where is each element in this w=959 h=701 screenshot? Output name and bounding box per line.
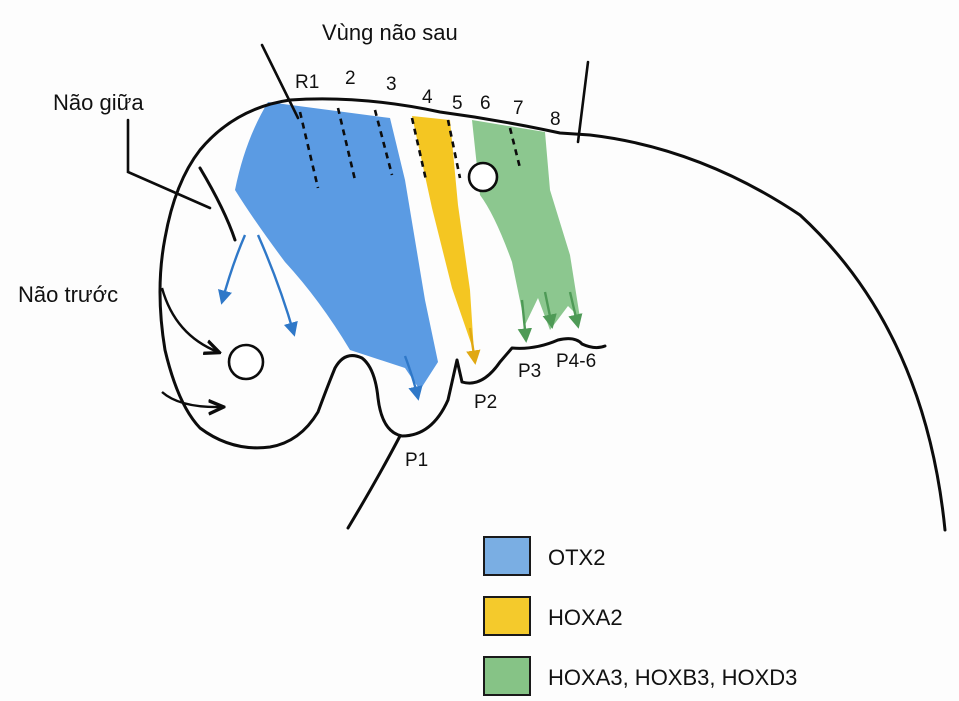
legend: OTX2 HOXA2 HOXA3, HOXB3, HOXD3 <box>483 536 797 696</box>
otx2-arrow-left <box>218 234 247 305</box>
midbrain-leader <box>126 118 212 210</box>
hindbrain-end-line <box>576 60 590 144</box>
rhombomere-label: 2 <box>345 68 356 89</box>
hox3-arrow-1 <box>517 299 533 343</box>
legend-swatch-hox3 <box>483 656 531 696</box>
embryo-outline <box>158 97 947 532</box>
rhombomere-label: 5 <box>452 93 463 114</box>
otx2-arrow-right <box>403 355 423 401</box>
rhombomere-label: R1 <box>295 72 319 93</box>
legend-swatch-otx2 <box>483 536 531 576</box>
legend-label-hox3: HOXA3, HOXB3, HOXD3 <box>548 665 797 690</box>
rhombomere-boundary <box>446 119 462 179</box>
arch-label: P2 <box>474 392 497 413</box>
rhombomere-label: 4 <box>422 87 433 108</box>
rhombomere-label: 7 <box>513 98 524 119</box>
hoxa2-region <box>412 116 474 352</box>
legend-swatch-hoxa2 <box>483 596 531 636</box>
hox3-arrow-3 <box>568 291 583 329</box>
pharyngeal-floor-line <box>346 434 402 530</box>
rhombomere-label: 3 <box>386 74 397 95</box>
eye <box>227 343 265 381</box>
hoxa2-arrow <box>466 327 481 365</box>
arch-label: P3 <box>518 361 541 382</box>
otx2-arrow-mid <box>256 234 298 337</box>
legend-label-otx2: OTX2 <box>548 545 605 570</box>
legend-label-hoxa2: HOXA2 <box>548 605 623 630</box>
rhombomere-boundary <box>373 109 394 176</box>
midbrain-boundary <box>198 166 237 242</box>
hox3-region <box>472 120 580 330</box>
otic-vesicle <box>467 161 499 193</box>
forebrain-arrow-upper <box>160 287 218 352</box>
rhombomere-boundary <box>508 127 522 169</box>
rhombomere-label: 8 <box>550 109 561 130</box>
midbrain-label: Não giữa <box>53 90 144 115</box>
rhombomere-label: 6 <box>480 93 491 114</box>
arch-label: P4-6 <box>556 351 596 372</box>
arch-label: P1 <box>405 450 428 471</box>
hox3-arrow-2 <box>542 291 557 329</box>
forebrain-label: Não trước <box>18 282 118 307</box>
otx2-region <box>235 102 438 390</box>
rhombomere-boundary <box>298 111 320 189</box>
hindbrain-start-line <box>260 43 300 120</box>
forebrain-arrow-lower <box>161 391 222 407</box>
rhombomere-boundary <box>336 107 357 181</box>
hindbrain-label: Vùng não sau <box>322 20 458 45</box>
